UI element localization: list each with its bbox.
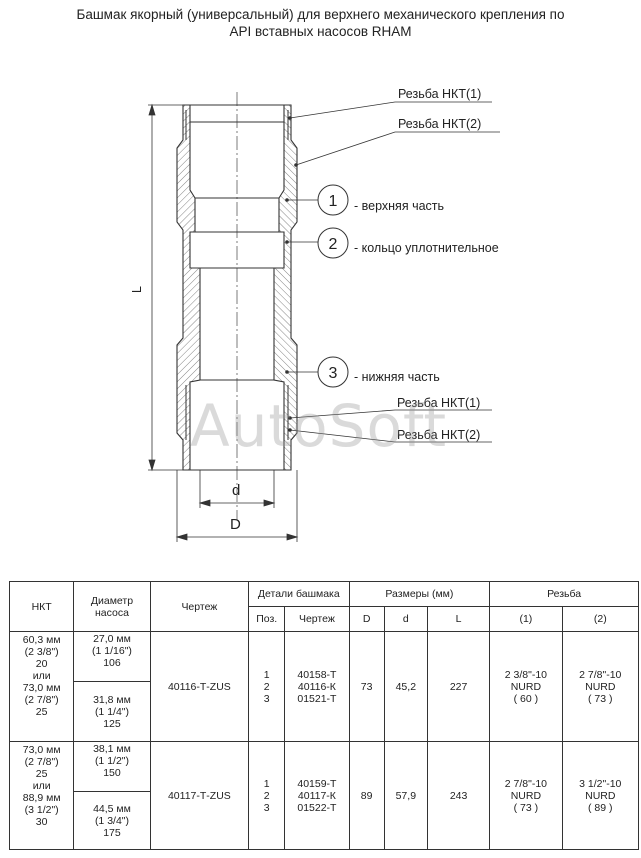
dim-D-label: D bbox=[230, 516, 241, 533]
inner-contours bbox=[185, 104, 289, 471]
cell-part-drawings: 40158-Т 40116-К 01521-Т bbox=[284, 631, 350, 742]
cell-thread-2: 2 7/8"-10 NURD ( 73 ) bbox=[561, 631, 640, 742]
header-drawing: Чертеж bbox=[149, 581, 250, 632]
header-size-d: d bbox=[383, 606, 428, 632]
callout-1-number: 1 bbox=[329, 193, 338, 210]
cell-drawing: 40116-Т-ZUS bbox=[149, 631, 250, 742]
cell-thread-1: 2 3/8"-10 NURD ( 60 ) bbox=[489, 631, 563, 742]
cell-size-D: 89 bbox=[348, 741, 385, 850]
table-row: 73,0 мм (2 7/8") 25 или 88,9 мм (3 1/2")… bbox=[8, 741, 640, 850]
callout-2-number: 2 bbox=[329, 236, 338, 253]
cell-diameter: 31,8 мм (1 1/4") 125 bbox=[73, 681, 151, 742]
callout-thread-bottom-1: Резьба НКТ(1) bbox=[397, 396, 480, 410]
callout-bubble-2: 2 bbox=[317, 227, 349, 259]
callout-thread-top-1: Резьба НКТ(1) bbox=[398, 87, 481, 101]
header-thread-2: (2) bbox=[561, 606, 640, 632]
cell-nkt: 73,0 мм (2 7/8") 25 или 88,9 мм (3 1/2")… bbox=[8, 741, 75, 850]
cell-nkt: 60,3 мм (2 3/8") 20 или 73,0 мм (2 7/8")… bbox=[8, 631, 75, 742]
callout-upper-part: - верхняя часть bbox=[354, 199, 444, 213]
anchor-shoe-drawing: L d D 1 2 bbox=[130, 87, 500, 542]
cell-part-drawings: 40159-Т 40117-К 01522-Т bbox=[284, 741, 350, 850]
cell-thread-1: 2 7/8"-10 NURD ( 73 ) bbox=[489, 741, 563, 850]
table-row: 44,5 мм (1 3/4") 175 bbox=[10, 791, 639, 850]
title-line-2: API вставных насосов RHAM bbox=[229, 24, 412, 39]
callout-lower-part: - нижняя часть bbox=[354, 370, 440, 384]
callout-thread-bottom-2: Резьба НКТ(2) bbox=[397, 428, 480, 442]
header-diameter: Диаметр насоса bbox=[73, 581, 151, 632]
right-wall-section bbox=[273, 104, 298, 471]
dim-d-label: d bbox=[232, 482, 240, 499]
cell-size-L: 227 bbox=[426, 631, 491, 742]
header-size-L: L bbox=[426, 606, 491, 632]
callout-leaders bbox=[287, 101, 500, 443]
table-row: 31,8 мм (1 1/4") 125 bbox=[10, 681, 639, 742]
cell-size-d: 57,9 bbox=[383, 741, 428, 850]
left-wall-section bbox=[176, 104, 201, 471]
table-row: 60,3 мм (2 3/8") 20 или 73,0 мм (2 7/8")… bbox=[8, 631, 640, 742]
title-line-1: Башмак якорный (универсальный) для верхн… bbox=[76, 7, 565, 22]
callout-thread-top-2: Резьба НКТ(2) bbox=[398, 117, 481, 131]
header-nkt: НКТ bbox=[8, 581, 75, 632]
header-size-D: D bbox=[348, 606, 385, 632]
dimension-d bbox=[198, 470, 276, 508]
header-row-1: НКТ Диаметр насоса Чертеж Детали башмака… bbox=[8, 581, 639, 632]
header-thread-1: (1) bbox=[489, 606, 563, 632]
dimension-L bbox=[148, 103, 183, 472]
cell-drawing: 40117-Т-ZUS bbox=[149, 741, 250, 850]
callout-bubble-3: 3 bbox=[317, 356, 349, 388]
callout-seal-ring: - кольцо уплотнительное bbox=[354, 241, 499, 255]
header-parts: Детали башмака bbox=[248, 581, 350, 607]
header-sizes: Размеры (мм) bbox=[348, 581, 491, 607]
header-parts-drawing: Чертеж bbox=[284, 606, 350, 632]
cell-size-D: 73 bbox=[348, 631, 385, 742]
callout-dots bbox=[285, 116, 298, 432]
cell-diameter: 38,1 мм (1 1/2") 150 bbox=[73, 741, 151, 792]
header-row-2: Поз. Чертеж D d L (1) (2) bbox=[10, 606, 640, 632]
callout-bubble-1: 1 bbox=[317, 184, 349, 216]
cell-positions: 1 2 3 bbox=[248, 631, 286, 742]
header-parts-pos: Поз. bbox=[248, 606, 286, 632]
spec-table: НКТ Диаметр насоса Чертеж Детали башмака… bbox=[8, 581, 640, 850]
header-thread: Резьба bbox=[489, 581, 639, 607]
cell-diameter: 27,0 мм (1 1/16") 106 bbox=[73, 631, 151, 682]
dimension-D bbox=[175, 470, 299, 542]
page-title: Башмак якорный (универсальный) для верхн… bbox=[0, 6, 641, 40]
callout-3-number: 3 bbox=[329, 365, 338, 382]
cell-thread-2: 3 1/2"-10 NURD ( 89 ) bbox=[561, 741, 640, 850]
cell-diameter: 44,5 мм (1 3/4") 175 bbox=[73, 791, 151, 850]
cell-size-L: 243 bbox=[426, 741, 491, 850]
cell-size-d: 45,2 bbox=[383, 631, 428, 742]
cell-positions: 1 2 3 bbox=[248, 741, 286, 850]
dim-L-label: L bbox=[130, 286, 144, 293]
